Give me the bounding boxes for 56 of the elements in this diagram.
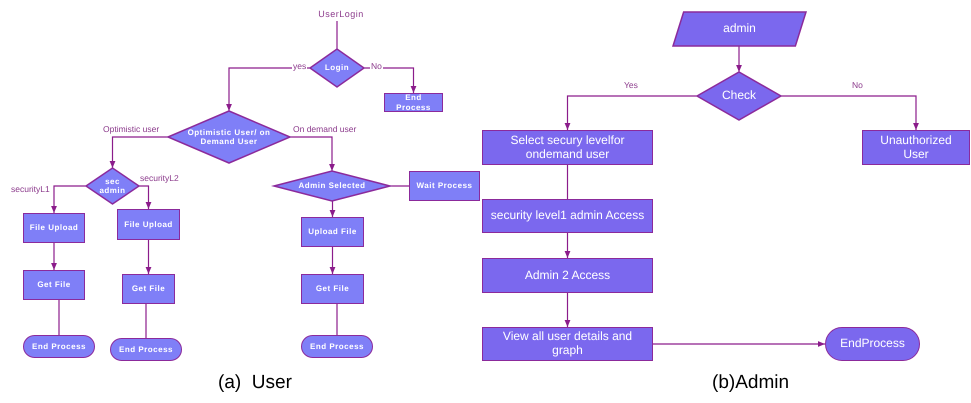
arrow bbox=[146, 240, 152, 274]
decision-diamond: Check bbox=[697, 72, 781, 120]
edge-label: No bbox=[851, 81, 864, 90]
edge-label: On demand user bbox=[292, 125, 358, 134]
edge-label: No bbox=[370, 62, 383, 70]
connector-line bbox=[390, 185, 409, 187]
process-box: security level1 admin Access bbox=[482, 199, 653, 233]
arrow bbox=[330, 201, 336, 217]
edge-label: Optimistic user bbox=[102, 125, 160, 134]
terminal-box: End Process bbox=[23, 335, 95, 358]
process-box: Wait Process bbox=[409, 171, 480, 201]
arrow bbox=[564, 293, 570, 327]
process-box: File Upload bbox=[23, 213, 85, 243]
arrow bbox=[781, 95, 919, 130]
process-box: Get File bbox=[23, 270, 85, 300]
arrow bbox=[110, 136, 168, 168]
input-parallelogram: admin bbox=[673, 12, 806, 46]
edge-label: Yes bbox=[623, 81, 639, 90]
process-box: Upload File bbox=[301, 217, 364, 247]
connector-line bbox=[566, 165, 568, 199]
arrow bbox=[736, 46, 742, 72]
panel-caption: (a) User bbox=[218, 372, 292, 394]
arrow bbox=[653, 341, 825, 347]
edge-label: securityL2 bbox=[139, 174, 180, 182]
terminal-box: End Process bbox=[110, 338, 182, 361]
decision-diamond: sec admin bbox=[86, 168, 139, 204]
panel-caption: (b)Admin bbox=[712, 372, 790, 394]
connector-line bbox=[145, 304, 147, 338]
process-box: Admin 2 Access bbox=[482, 258, 653, 293]
decision-diamond: Login bbox=[310, 49, 364, 87]
process-box: View all user details and graph bbox=[482, 327, 653, 361]
connector-line bbox=[58, 300, 60, 335]
process-box: End Process bbox=[384, 93, 443, 112]
arrow bbox=[226, 67, 310, 111]
arrow bbox=[564, 95, 697, 130]
decision-diamond: Admin Selected bbox=[274, 171, 390, 201]
edge-label: securityL1 bbox=[10, 185, 51, 194]
process-box: File Upload bbox=[117, 209, 180, 240]
process-box: Get File bbox=[122, 274, 175, 304]
terminal-box: End Process bbox=[301, 335, 373, 358]
connector-line bbox=[336, 304, 338, 335]
arrow bbox=[290, 136, 335, 171]
terminal-box: EndProcess bbox=[825, 327, 920, 361]
edge-label: yes bbox=[292, 62, 308, 70]
decision-diamond: Optimistic User/ on Demand User bbox=[168, 111, 290, 163]
arrow bbox=[364, 67, 416, 93]
connector-line bbox=[336, 21, 338, 49]
start-label: UserLogin bbox=[318, 7, 364, 21]
arrow bbox=[564, 233, 570, 258]
arrow bbox=[330, 247, 336, 274]
process-box: Select secury levelfor ondemand user bbox=[482, 130, 653, 165]
arrow bbox=[51, 243, 57, 270]
arrow bbox=[51, 185, 86, 213]
process-box: Unauthorized User bbox=[862, 130, 970, 165]
arrow bbox=[139, 185, 152, 209]
process-box: Get File bbox=[301, 274, 364, 304]
